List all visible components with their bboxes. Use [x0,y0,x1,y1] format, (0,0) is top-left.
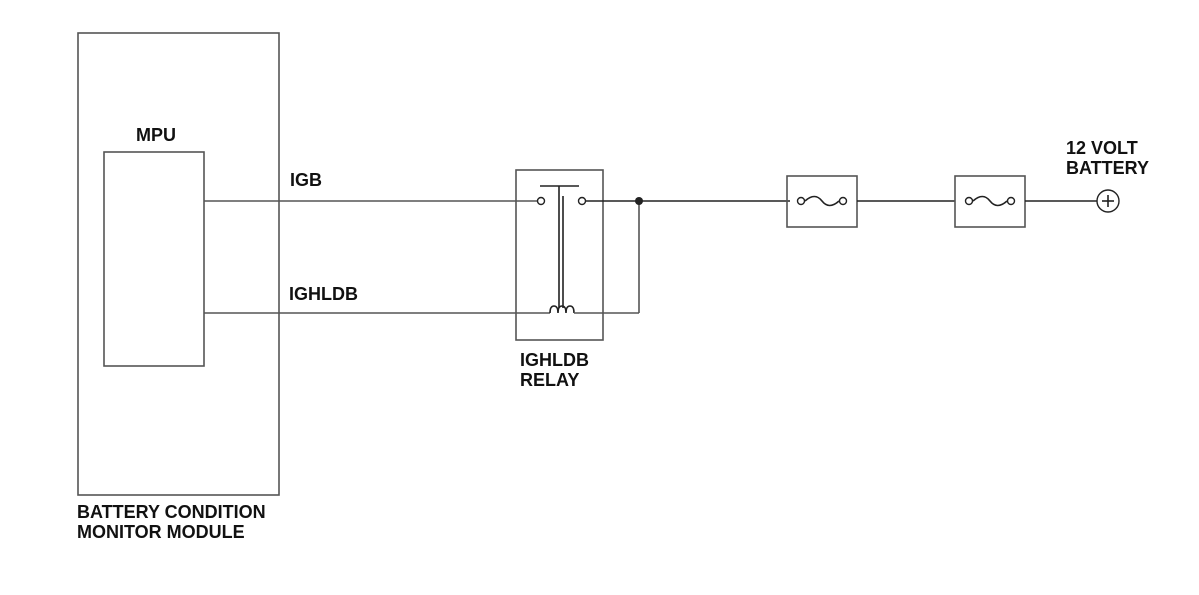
battery: 12 VOLT BATTERY [1066,138,1149,213]
module-label-line1: BATTERY CONDITION [77,502,266,522]
fuse-2 [954,175,1026,228]
relay-box [515,169,604,341]
fuse-icon [796,195,848,207]
ighldb-label: IGHLDB [289,284,358,304]
igb-circuit: IGB [204,170,539,202]
relay-label-line1: IGHLDB [520,350,589,370]
relay-output-wiring [574,197,790,314]
mpu-box [103,151,205,367]
battery-condition-monitor-module: MPU BATTERY CONDITION MONITOR MODULE [77,32,280,542]
module-box [77,32,280,496]
fuse-1 [786,175,858,228]
battery-label-line1: 12 VOLT [1066,138,1138,158]
switch-icon [536,185,587,308]
battery-label-line2: BATTERY [1066,158,1149,178]
coil-icon [549,305,575,314]
fuse-icon [964,195,1016,207]
ighldb-relay: IGHLDB RELAY [515,169,604,390]
module-label-line2: MONITOR MODULE [77,522,245,542]
igb-label: IGB [290,170,322,190]
relay-label-line2: RELAY [520,370,579,390]
mpu-label: MPU [136,125,176,145]
junction-dot [635,197,643,205]
ighldb-circuit: IGHLDB [204,284,550,314]
plus-terminal-icon [1096,189,1120,213]
